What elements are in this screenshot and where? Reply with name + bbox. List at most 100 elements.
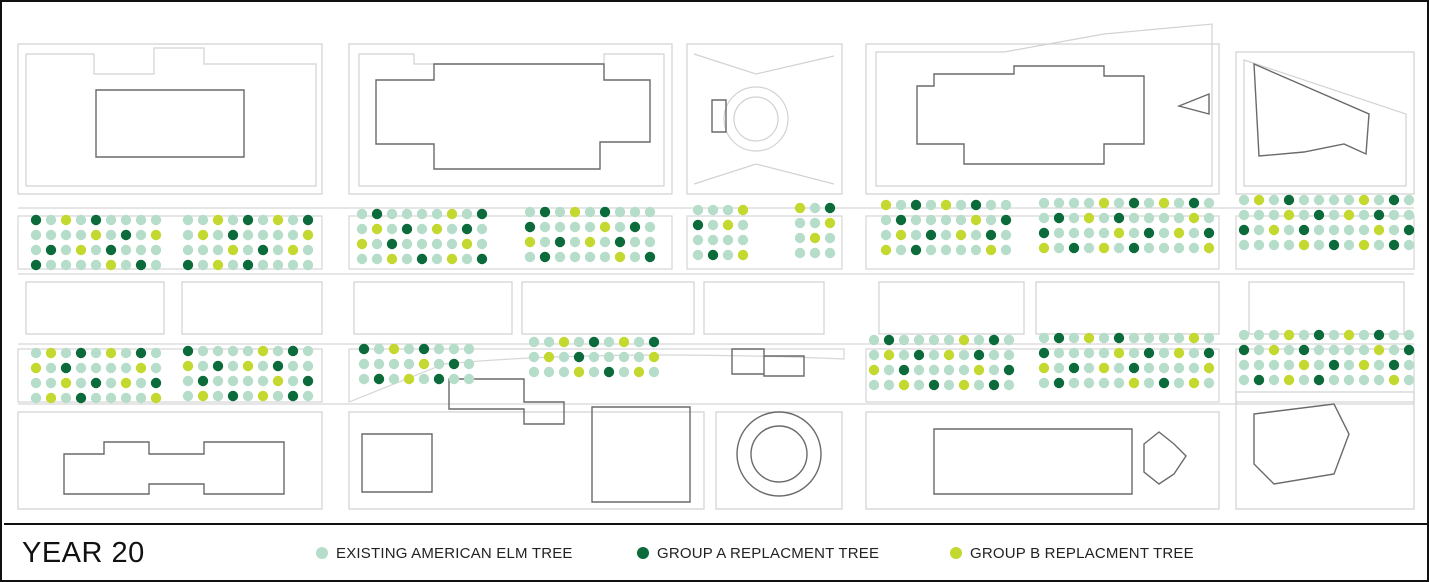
tree-marker-existing	[1113, 362, 1125, 374]
tree-marker-groupB	[75, 244, 87, 256]
tree-marker-existing	[958, 349, 970, 361]
tree-marker-existing	[928, 364, 940, 376]
tree-marker-groupB	[212, 259, 224, 271]
tree-marker-existing	[1283, 239, 1295, 251]
tree-marker-groupB	[973, 364, 985, 376]
tree-marker-groupB	[1373, 344, 1385, 356]
tree-marker-existing	[227, 375, 239, 387]
tree-marker-existing	[45, 259, 57, 271]
tree-marker-existing	[90, 392, 102, 404]
tree-marker-existing	[1158, 362, 1170, 374]
tree-marker-existing	[1313, 239, 1325, 251]
tree-marker-existing	[569, 221, 581, 233]
tree-marker-existing	[618, 351, 630, 363]
tree-marker-existing	[1053, 242, 1065, 254]
tree-marker-groupB	[558, 336, 570, 348]
tree-marker-existing	[973, 334, 985, 346]
tree-marker-groupA	[227, 229, 239, 241]
tree-marker-existing	[1358, 329, 1370, 341]
tree-marker-existing	[1328, 374, 1340, 386]
tree-marker-existing	[227, 214, 239, 226]
tree-marker-existing	[895, 244, 907, 256]
tree-marker-existing	[1128, 332, 1140, 344]
tree-marker-existing	[135, 377, 147, 389]
tree-marker-existing	[45, 377, 57, 389]
tree-marker-groupA	[30, 259, 42, 271]
tree-marker-groupA	[648, 336, 660, 348]
tree-marker-existing	[1253, 329, 1265, 341]
tree-marker-groupB	[1283, 374, 1295, 386]
tree-marker-groupB	[242, 360, 254, 372]
tree-marker-groupA	[1253, 374, 1265, 386]
tree-marker-existing	[135, 214, 147, 226]
tree-marker-groupA	[1143, 227, 1155, 239]
tree-marker-existing	[722, 249, 734, 261]
tree-marker-groupA	[1313, 209, 1325, 221]
tree-marker-groupA	[1128, 242, 1140, 254]
tree-marker-groupB	[182, 360, 194, 372]
tree-marker-groupB	[737, 204, 749, 216]
tree-marker-groupB	[1098, 197, 1110, 209]
tree-marker-existing	[883, 379, 895, 391]
tree-marker-existing	[356, 208, 368, 220]
tree-marker-existing	[707, 204, 719, 216]
tree-marker-existing	[418, 373, 430, 385]
tree-marker-existing	[1358, 374, 1370, 386]
tree-marker-existing	[388, 373, 400, 385]
tree-marker-existing	[386, 223, 398, 235]
tree-marker-existing	[416, 208, 428, 220]
tree-marker-existing	[388, 358, 400, 370]
tree-marker-existing	[1238, 239, 1250, 251]
tree-marker-groupA	[212, 360, 224, 372]
tree-marker-existing	[925, 214, 937, 226]
tree-marker-groupA	[1158, 377, 1170, 389]
tree-marker-groupA	[1203, 227, 1215, 239]
tree-marker-existing	[707, 234, 719, 246]
tree-marker-groupB	[883, 349, 895, 361]
tree-marker-existing	[1000, 199, 1012, 211]
tree-marker-existing	[105, 377, 117, 389]
tree-marker-groupA	[302, 375, 314, 387]
tree-marker-groupA	[539, 251, 551, 263]
tree-marker-existing	[1403, 194, 1415, 206]
tree-marker-existing	[1268, 329, 1280, 341]
tree-marker-groupA	[1203, 347, 1215, 359]
tree-marker-existing	[373, 358, 385, 370]
tree-marker-existing	[1328, 329, 1340, 341]
tree-marker-groupB	[958, 379, 970, 391]
tree-marker-groupA	[910, 244, 922, 256]
tree-marker-groupA	[1143, 347, 1155, 359]
tree-marker-existing	[692, 204, 704, 216]
tree-marker-existing	[212, 345, 224, 357]
tree-marker-existing	[272, 259, 284, 271]
tree-marker-existing	[197, 214, 209, 226]
tree-marker-existing	[120, 392, 132, 404]
tree-marker-existing	[1298, 194, 1310, 206]
tree-marker-existing	[1343, 359, 1355, 371]
tree-marker-existing	[1068, 212, 1080, 224]
tree-marker-existing	[197, 360, 209, 372]
tree-marker-groupA	[1313, 329, 1325, 341]
tree-marker-existing	[539, 221, 551, 233]
tree-marker-existing	[45, 214, 57, 226]
tree-marker-existing	[722, 204, 734, 216]
tree-marker-existing	[1343, 374, 1355, 386]
tree-marker-existing	[644, 206, 656, 218]
tree-marker-groupA	[302, 214, 314, 226]
tree-marker-existing	[1038, 197, 1050, 209]
tree-marker-existing	[120, 244, 132, 256]
tree-marker-existing	[569, 236, 581, 248]
tree-marker-existing	[1083, 242, 1095, 254]
tree-marker-existing	[371, 238, 383, 250]
tree-marker-groupA	[1388, 359, 1400, 371]
tree-marker-existing	[1068, 347, 1080, 359]
tree-marker-groupA	[272, 360, 284, 372]
tree-marker-groupB	[60, 377, 72, 389]
tree-marker-existing	[910, 229, 922, 241]
tree-markers	[30, 194, 1415, 404]
tree-marker-existing	[1238, 209, 1250, 221]
tree-marker-existing	[925, 199, 937, 211]
tree-marker-existing	[824, 247, 836, 259]
tree-marker-existing	[794, 247, 806, 259]
tree-marker-groupA	[90, 377, 102, 389]
